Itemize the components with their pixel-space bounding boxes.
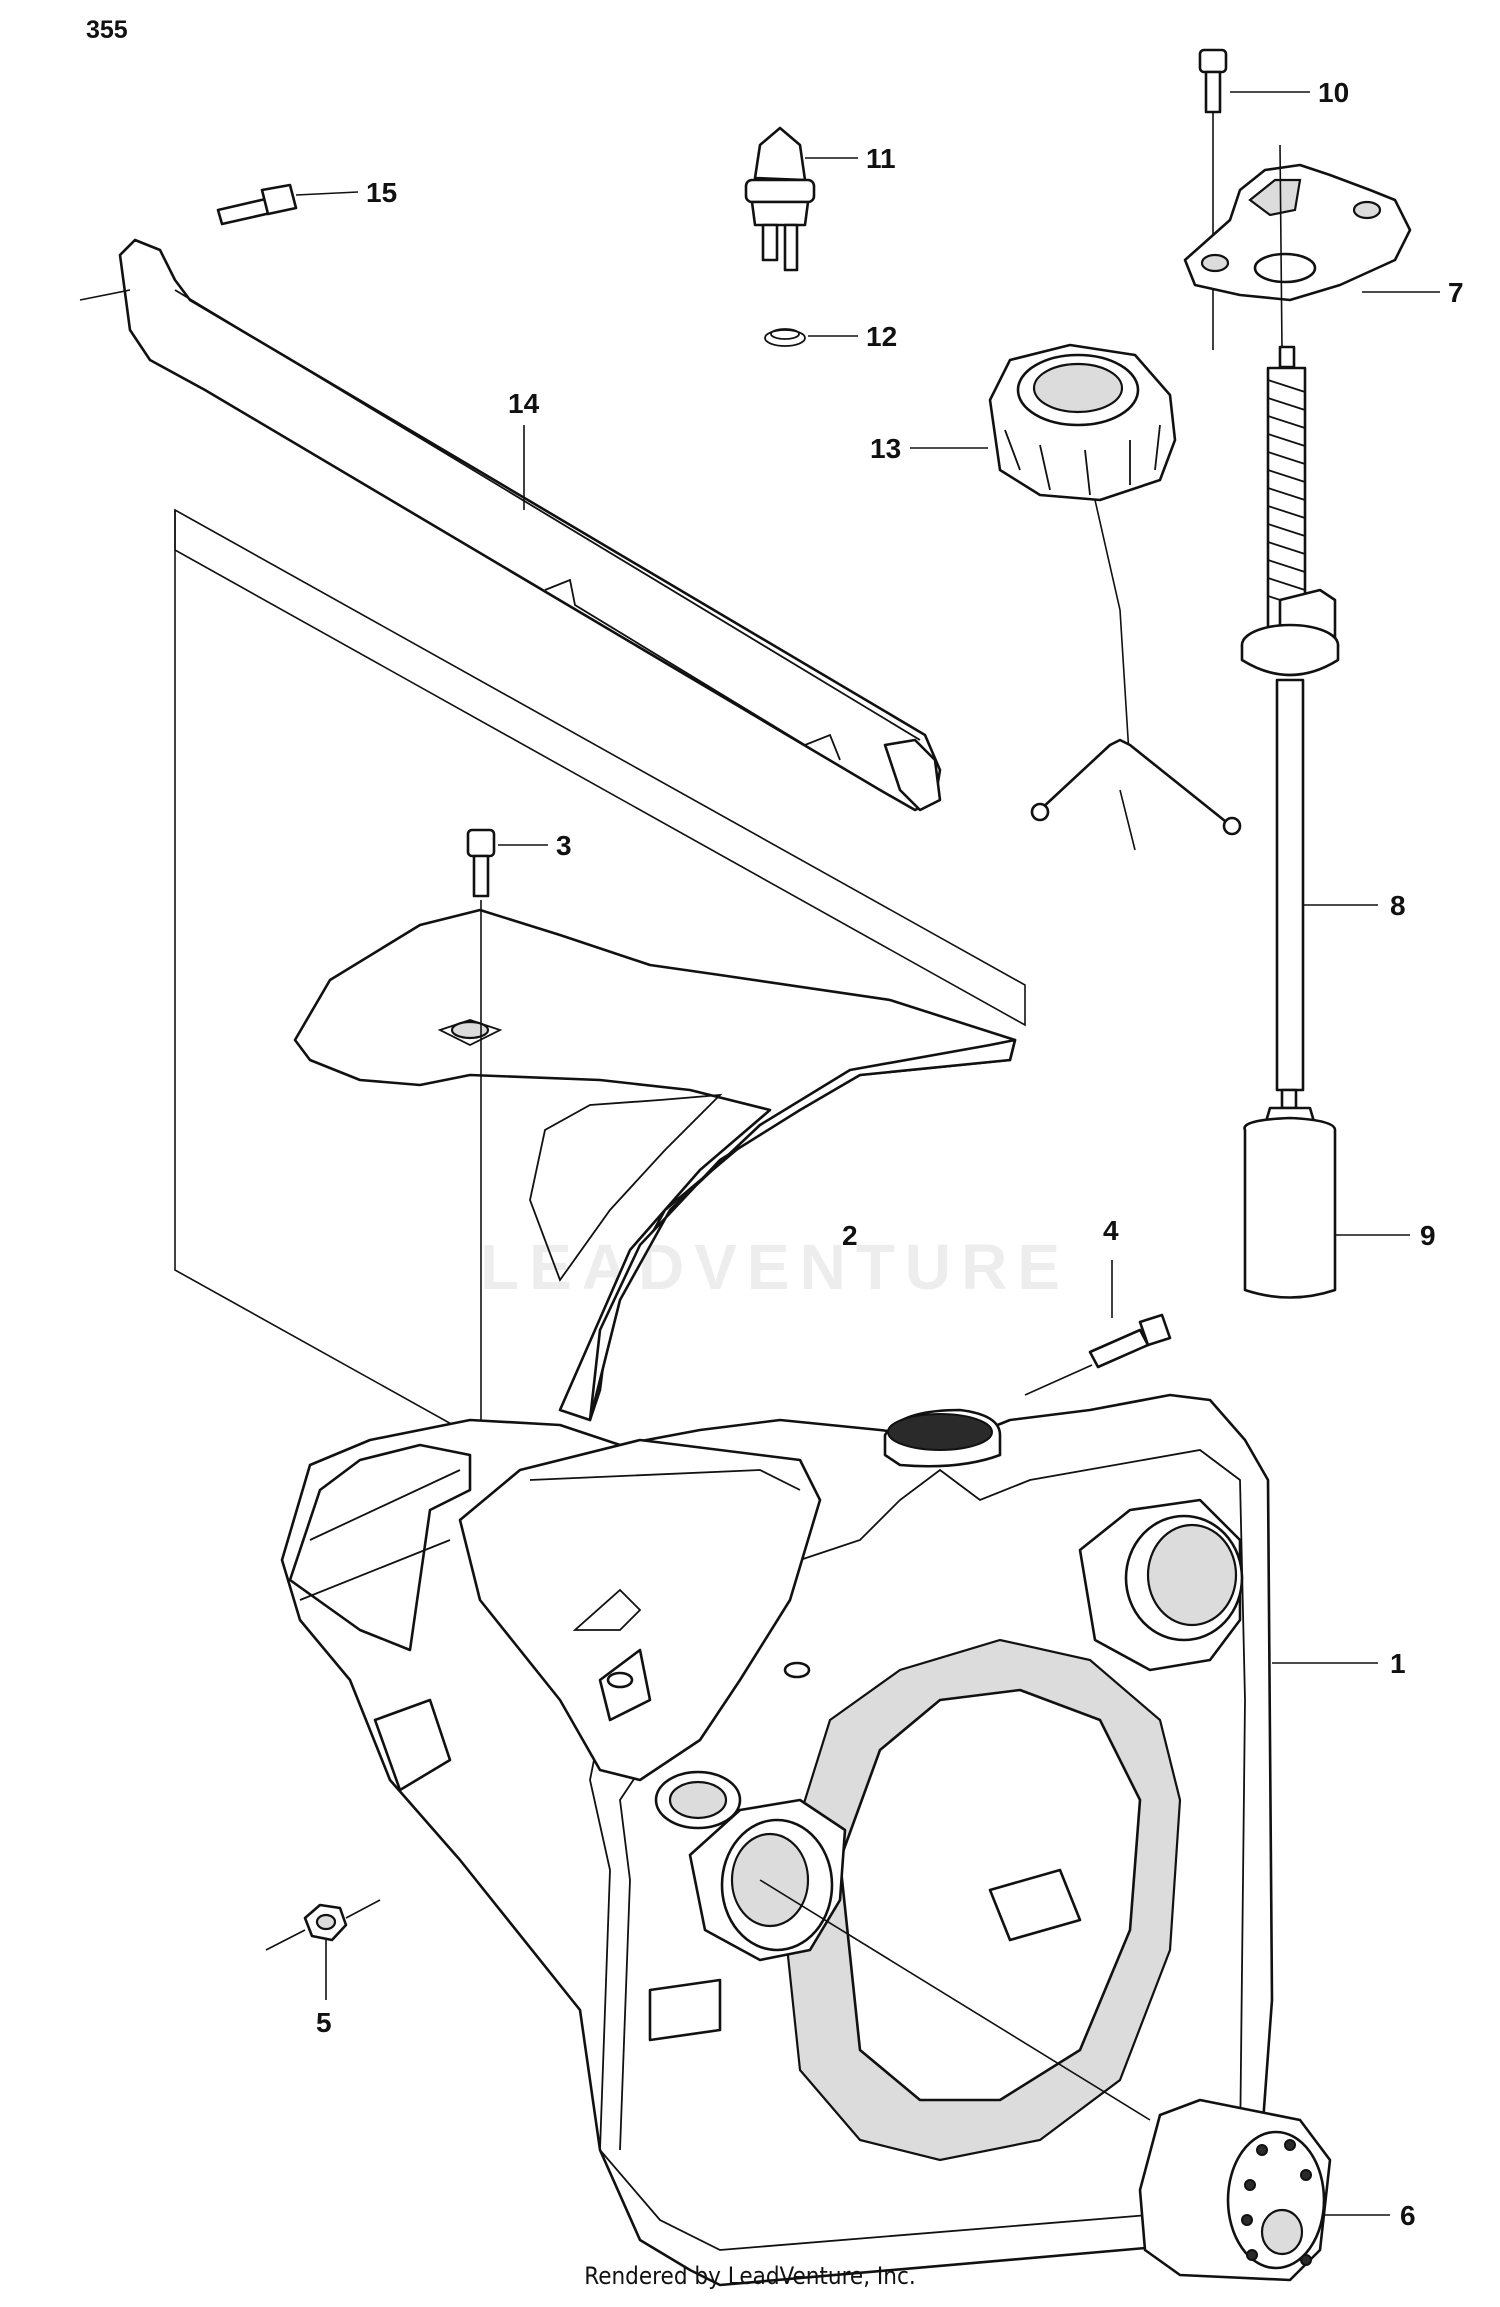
part-5-nut xyxy=(265,1899,381,2000)
page-number: 355 xyxy=(86,16,128,44)
callout-13: 13 xyxy=(870,433,901,464)
callout-5: 5 xyxy=(316,2007,332,2038)
callout-12: 12 xyxy=(866,321,897,352)
callout-11: 11 xyxy=(866,143,896,174)
callout-8: 8 xyxy=(1390,890,1406,921)
part-6-sleeve xyxy=(759,1879,1390,2282)
part-11-primer-bulb xyxy=(744,126,858,272)
callout-1: 1 xyxy=(1390,1648,1406,1679)
part-12-clip xyxy=(764,328,858,347)
part-1-crankcase xyxy=(280,1393,1378,2287)
shield-plane-outline xyxy=(174,508,1026,1441)
part-14-handle xyxy=(79,238,942,812)
part-15-screw xyxy=(216,183,359,226)
footer-credit: Rendered by LeadVenture, Inc. xyxy=(584,2262,916,2290)
part-4-screw xyxy=(1024,1260,1172,1396)
callout-9: 9 xyxy=(1420,1220,1436,1251)
part-3-screw xyxy=(466,828,548,1430)
part-8-oil-pump xyxy=(1240,345,1378,1092)
part-7-bracket xyxy=(1183,144,1440,351)
callout-15: 15 xyxy=(366,177,397,208)
part-10-screw xyxy=(1198,48,1310,350)
callout-4: 4 xyxy=(1103,1215,1119,1246)
callout-2: 2 xyxy=(842,1220,858,1251)
part-13-fuel-cap xyxy=(910,343,1242,851)
watermark: LEADVENTURE xyxy=(480,1231,1071,1303)
part-9-filter xyxy=(1243,1088,1410,1299)
callout-10: 10 xyxy=(1318,77,1349,108)
callout-7: 7 xyxy=(1448,277,1464,308)
callout-3: 3 xyxy=(556,830,572,861)
part-2-cover xyxy=(293,908,1017,1422)
callout-6: 6 xyxy=(1400,2200,1416,2231)
callout-14: 14 xyxy=(508,388,540,419)
